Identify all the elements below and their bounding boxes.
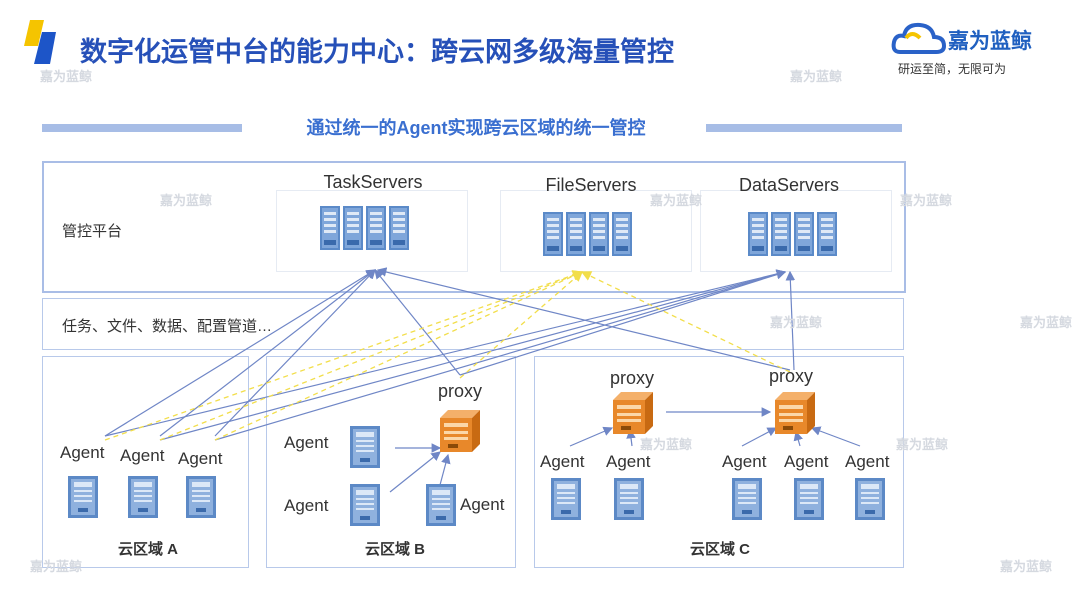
file-channel-lines [104,270,791,441]
watermark: 嘉为蓝鲸 [30,559,83,574]
header-logo-icon [24,20,56,64]
taskservers-rack-icon [320,206,409,250]
subtitle: 通过统一的Agent实现跨云区域的统一管控 [306,118,646,138]
zone-b-proxy-icon [440,410,480,452]
watermark: 嘉为蓝鲸 [770,315,823,330]
watermark: 嘉为蓝鲸 [640,437,693,452]
zone-c-name: 云区域 C [690,541,751,558]
dataservers-label: DataServers [738,175,840,195]
zone-c-agent-4-label: Agent [784,452,829,471]
taskservers-label: TaskServers [323,172,423,192]
zone-c-agent-3-label: Agent [722,452,767,471]
zone-c-agent-servers [551,478,885,520]
channel-band [42,298,904,350]
zone-a-agent-2-label: Agent [120,446,165,465]
fileservers-label: FileServers [545,175,637,195]
zone-b-proxy-label: proxy [438,381,483,401]
dataservers-box [700,190,892,272]
watermark: 嘉为蓝鲸 [160,193,213,208]
zone-b-agent-3-label: Agent [460,495,505,514]
subtitle-bar-left [42,124,242,132]
watermark: 嘉为蓝鲸 [1000,559,1053,574]
zone-c-box [534,356,904,568]
brand-cloud-icon [891,22,947,54]
brand-slogan: 研运至简，无限可为 [898,62,1007,76]
watermark: 嘉为蓝鲸 [40,69,93,84]
zone-c-proxy-2-label: proxy [769,366,814,386]
zone-c-proxy-2-icon [775,392,815,434]
zone-c-agent-5-label: Agent [845,452,890,471]
zone-c-proxy-1-label: proxy [610,368,655,388]
zone-c-agent-2-label: Agent [606,452,651,471]
watermark: 嘉为蓝鲸 [900,193,953,208]
zone-a-name: 云区域 A [118,541,179,558]
page-title: 数字化运管中台的能力中心：跨云网多级海量管控 [80,37,674,67]
subtitle-bar-right [706,124,902,132]
zone-a-agent-1-label: Agent [60,443,105,462]
zone-b-name: 云区域 B [365,541,426,558]
watermark: 嘉为蓝鲸 [790,69,843,84]
control-platform-label: 管控平台 [62,223,123,240]
zone-a-box [42,356,249,568]
zone-b-box [266,356,516,568]
channel-label: 任务、文件、数据、配置管道… [62,318,273,335]
watermark: 嘉为蓝鲸 [1020,315,1073,330]
zone-a-agent-servers [68,476,216,518]
zone-a-agent-3-label: Agent [178,449,223,468]
zone-c-proxy-1-icon [613,392,653,434]
zone-b-agent-1-label: Agent [284,433,329,452]
dataservers-rack-icon [748,212,837,256]
fileservers-box [500,190,692,272]
zone-b-agent-2-label: Agent [284,496,329,515]
watermark: 嘉为蓝鲸 [650,193,703,208]
brand-name: 嘉为蓝鲸 [948,30,1032,53]
watermark: 嘉为蓝鲸 [896,437,949,452]
zone-c-agent-1-label: Agent [540,452,585,471]
fileservers-rack-icon [543,212,632,256]
connection-lines [104,267,861,493]
